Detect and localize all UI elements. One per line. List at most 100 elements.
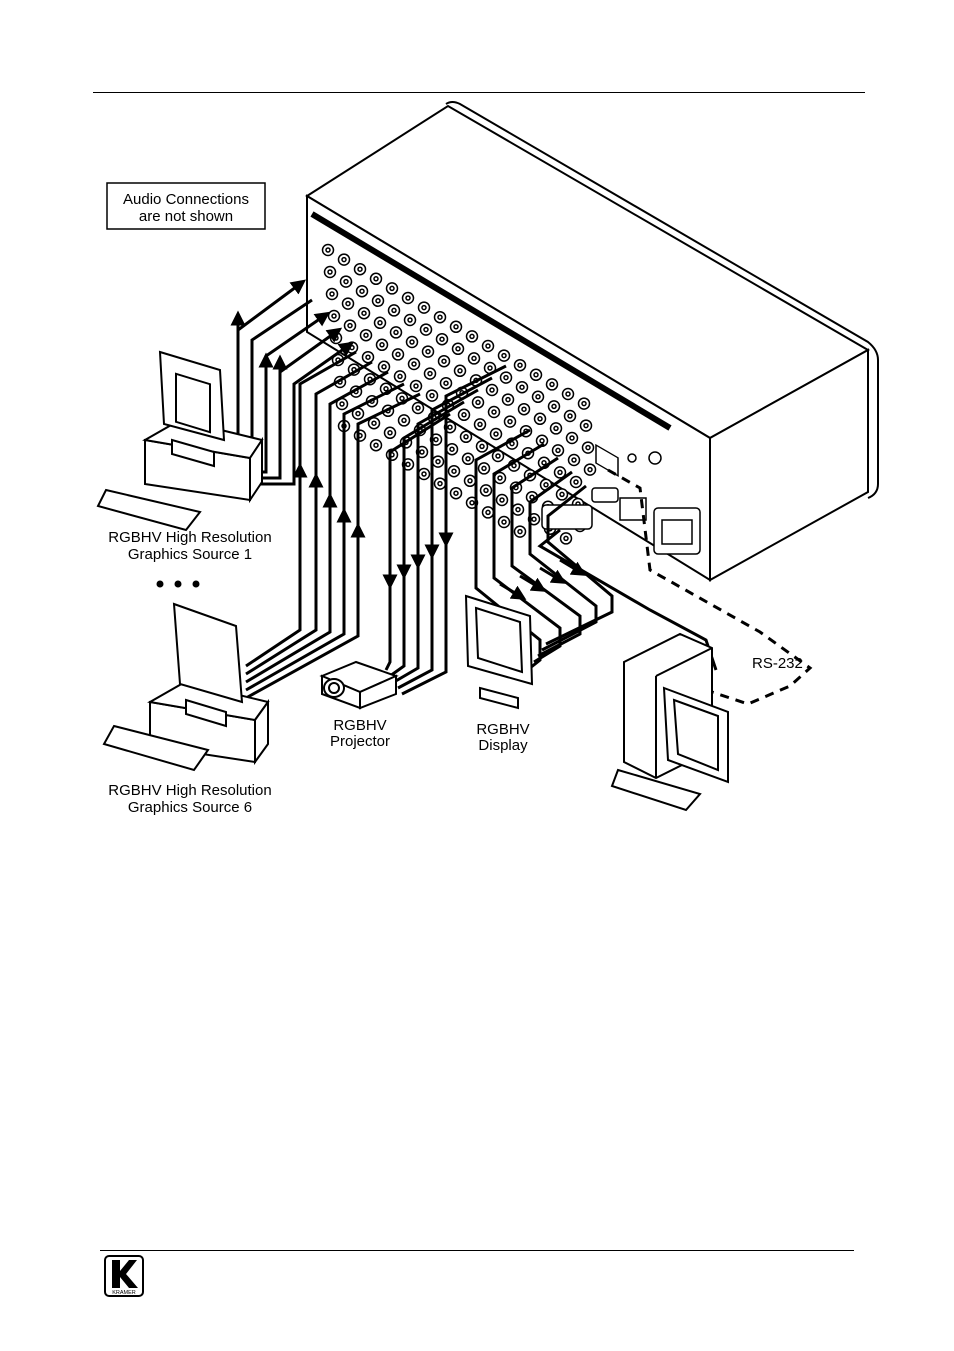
bnc-connector-center bbox=[414, 384, 418, 388]
audio-note-line2: are not shown bbox=[139, 208, 233, 225]
bnc-connector-center bbox=[564, 536, 568, 540]
bnc-connector-center bbox=[362, 311, 366, 315]
bnc-connector-center bbox=[518, 363, 522, 367]
bnc-connector-center bbox=[480, 444, 484, 448]
bnc-connector-center bbox=[568, 414, 572, 418]
bnc-connector-center bbox=[360, 289, 364, 293]
source6-label-line2: Graphics Source 6 bbox=[128, 799, 252, 816]
bnc-connector-center bbox=[388, 431, 392, 435]
bnc-connector-center bbox=[532, 517, 536, 521]
bnc-connector-center bbox=[482, 466, 486, 470]
bnc-connector-center bbox=[378, 321, 382, 325]
bnc-connector-center bbox=[458, 369, 462, 373]
bnc-connector-center bbox=[540, 439, 544, 443]
bnc-connector-center bbox=[566, 392, 570, 396]
bnc-connector-center bbox=[450, 447, 454, 451]
bnc-connector-center bbox=[398, 374, 402, 378]
bnc-connector-center bbox=[536, 395, 540, 399]
bnc-connector-center bbox=[344, 280, 348, 284]
bnc-connector-center bbox=[382, 365, 386, 369]
bnc-connector-center bbox=[502, 354, 506, 358]
bnc-connector-center bbox=[516, 508, 520, 512]
bnc-connector-center bbox=[376, 299, 380, 303]
bnc-connector-center bbox=[334, 336, 338, 340]
bnc-connector-center bbox=[588, 468, 592, 472]
bnc-connector-center bbox=[502, 520, 506, 524]
bnc-connector-center bbox=[468, 479, 472, 483]
bnc-connector-center bbox=[342, 258, 346, 262]
bnc-connector-center bbox=[448, 425, 452, 429]
bnc-connector-center bbox=[484, 488, 488, 492]
bnc-connector-center bbox=[456, 347, 460, 351]
bnc-connector-center bbox=[350, 346, 354, 350]
bnc-connector-center bbox=[584, 424, 588, 428]
bnc-connector-center bbox=[574, 480, 578, 484]
bnc-connector-center bbox=[408, 318, 412, 322]
bnc-connector-center bbox=[582, 402, 586, 406]
projector-label-line1: RGBHV bbox=[333, 717, 386, 734]
bnc-connector-center bbox=[328, 270, 332, 274]
bnc-connector-center bbox=[366, 355, 370, 359]
bnc-connector-center bbox=[466, 457, 470, 461]
bnc-connector-center bbox=[430, 394, 434, 398]
bnc-connector-center bbox=[572, 458, 576, 462]
bnc-connector-center bbox=[348, 324, 352, 328]
bnc-connector-center bbox=[506, 398, 510, 402]
bnc-connector-center bbox=[476, 400, 480, 404]
display-device bbox=[466, 596, 532, 708]
bnc-connector-center bbox=[558, 470, 562, 474]
bnc-connector-center bbox=[550, 382, 554, 386]
bnc-connector-center bbox=[326, 248, 330, 252]
bnc-connector-center bbox=[406, 296, 410, 300]
bnc-connector-center bbox=[444, 381, 448, 385]
bnc-connector-center bbox=[436, 460, 440, 464]
serial-port bbox=[592, 488, 618, 502]
bnc-connector-center bbox=[426, 350, 430, 354]
bnc-connector-center bbox=[478, 422, 482, 426]
projector-label-line2: Projector bbox=[330, 733, 390, 750]
bnc-connector-center bbox=[364, 333, 368, 337]
bnc-connector-center bbox=[340, 402, 344, 406]
source1-label-line1: RGBHV High Resolution bbox=[108, 529, 271, 546]
bnc-connector-center bbox=[570, 436, 574, 440]
remote-connector bbox=[649, 452, 661, 464]
bnc-connector-center bbox=[556, 448, 560, 452]
bnc-connector-center bbox=[434, 438, 438, 442]
bnc-connector-center bbox=[412, 362, 416, 366]
bnc-connector-center bbox=[438, 482, 442, 486]
bnc-connector-center bbox=[422, 472, 426, 476]
bnc-connector-center bbox=[422, 306, 426, 310]
bnc-connector-center bbox=[538, 417, 542, 421]
bnc-connector-center bbox=[544, 483, 548, 487]
bnc-connector-center bbox=[442, 359, 446, 363]
bnc-connector-center bbox=[392, 308, 396, 312]
kramer-logo: KRAMER bbox=[104, 1255, 144, 1297]
bnc-connector-center bbox=[470, 501, 474, 505]
bnc-connector-center bbox=[384, 387, 388, 391]
bnc-connector-center bbox=[372, 421, 376, 425]
bnc-connector-center bbox=[500, 498, 504, 502]
bnc-connector-center bbox=[424, 328, 428, 332]
bnc-connector-center bbox=[374, 277, 378, 281]
bnc-connector-center bbox=[560, 492, 564, 496]
source6-label-line1: RGBHV High Resolution bbox=[108, 782, 271, 799]
bnc-connector-center bbox=[428, 372, 432, 376]
source6-computer bbox=[104, 604, 268, 770]
bnc-connector-center bbox=[552, 404, 556, 408]
more-sources-ellipsis bbox=[157, 581, 200, 588]
bnc-connector-center bbox=[454, 325, 458, 329]
bnc-connector-center bbox=[406, 462, 410, 466]
display-label-line1: RGBHV bbox=[476, 721, 529, 738]
bnc-connector-center bbox=[416, 406, 420, 410]
bnc-connector-center bbox=[462, 413, 466, 417]
bnc-connector-center bbox=[358, 267, 362, 271]
bnc-connector-center bbox=[554, 426, 558, 430]
bnc-connector-center bbox=[492, 410, 496, 414]
bnc-connector-center bbox=[440, 337, 444, 341]
bnc-connector-center bbox=[486, 510, 490, 514]
bnc-connector-center bbox=[496, 454, 500, 458]
bnc-connector-center bbox=[380, 343, 384, 347]
bnc-connector-center bbox=[520, 385, 524, 389]
bnc-connector-center bbox=[518, 530, 522, 534]
